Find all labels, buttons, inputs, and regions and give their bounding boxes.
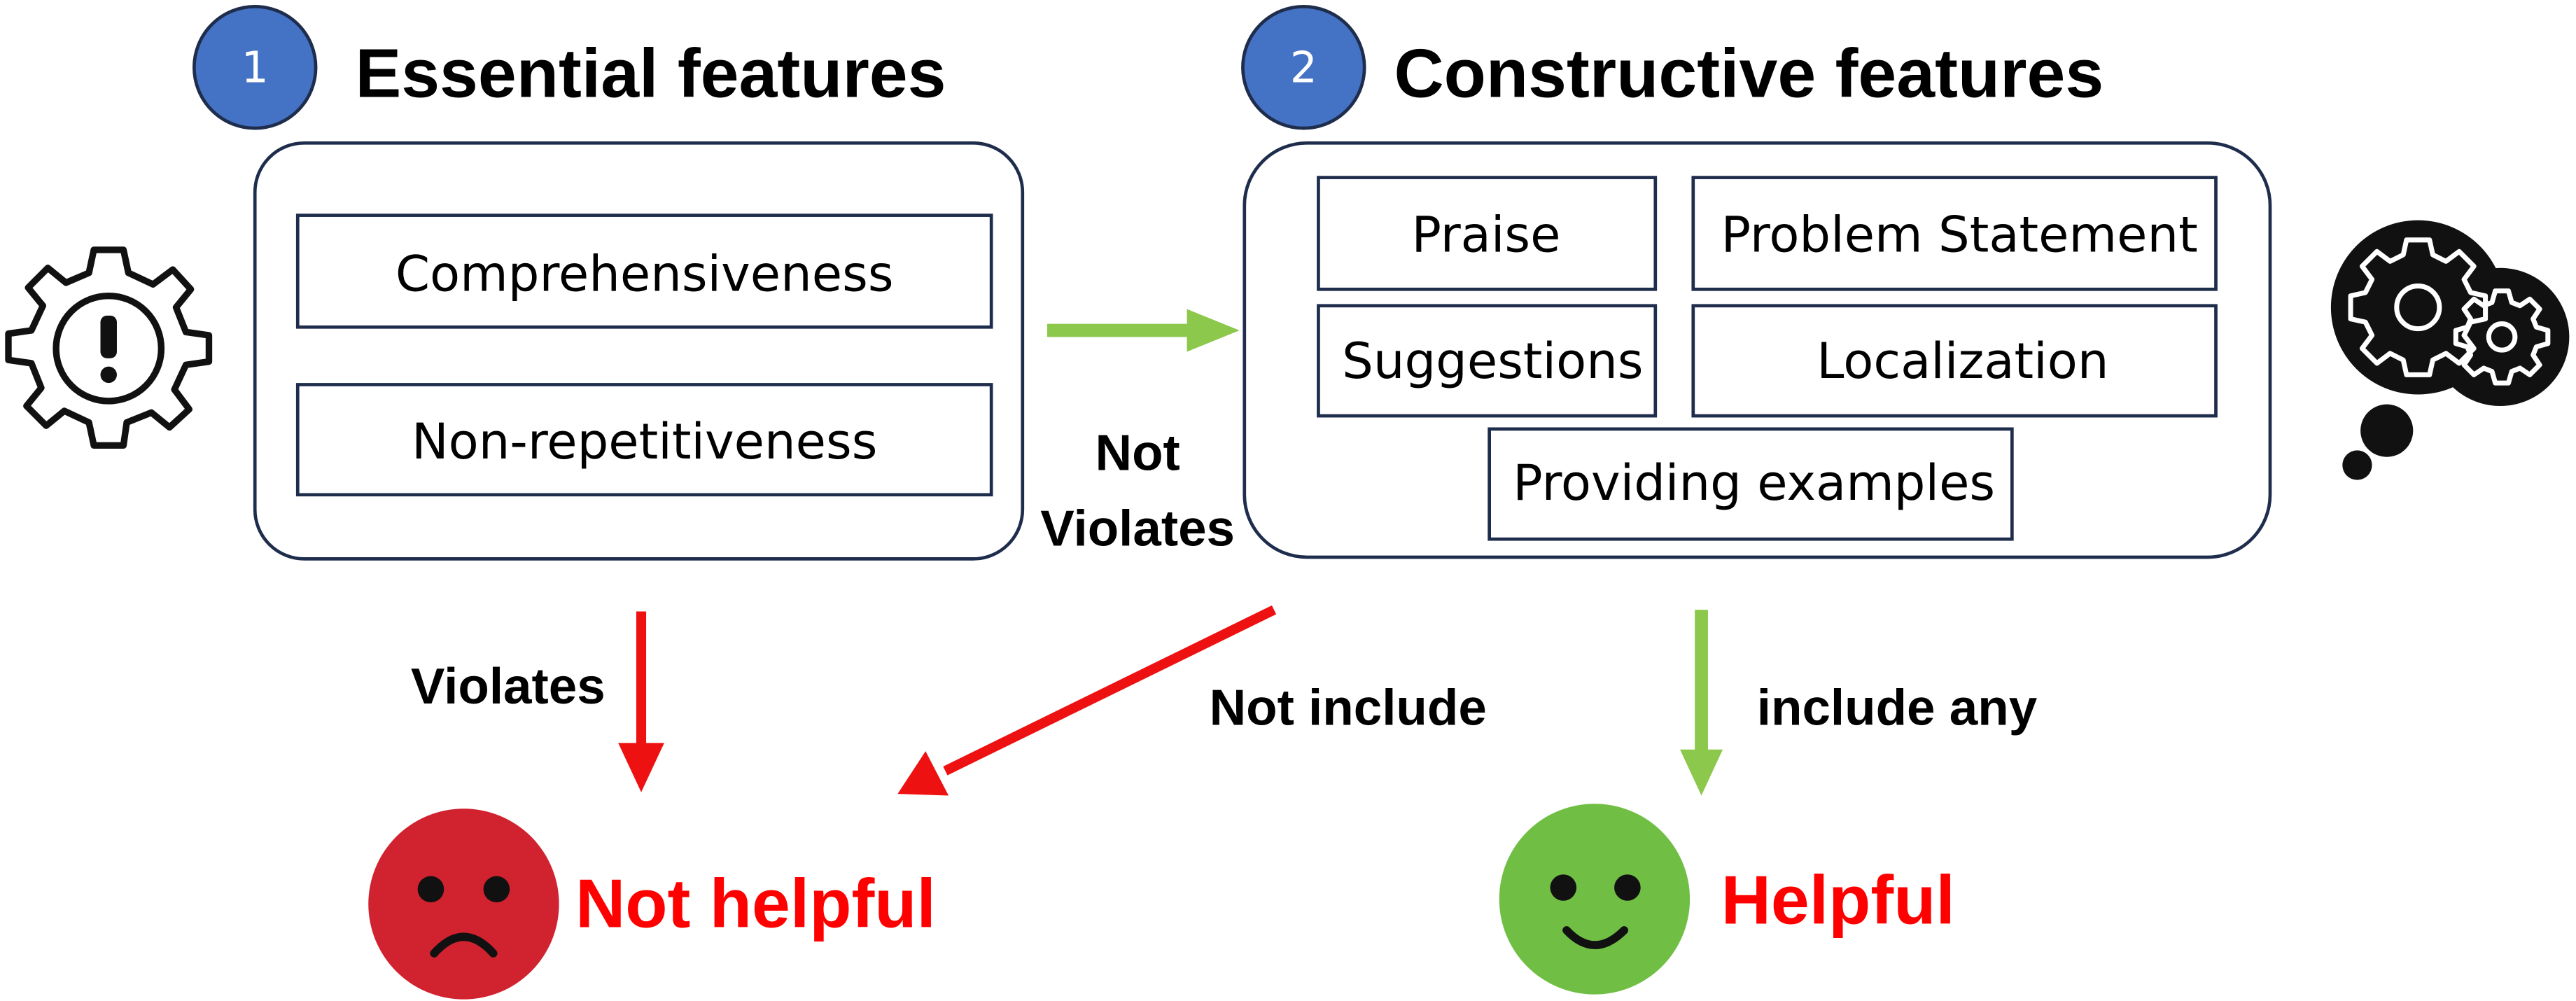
not-include-arrow (897, 605, 1277, 796)
thinking-gears-icon (2330, 220, 2570, 480)
comprehensiveness-box (295, 214, 993, 329)
localization-label: Localization (1816, 332, 2108, 390)
helpful-label: Helpful (1721, 862, 1955, 939)
suggestions-label: Suggestions (1342, 332, 1643, 390)
not-helpful-label: Not helpful (575, 864, 936, 941)
happy-face-icon (1499, 804, 1690, 995)
step2-title: Constructive features (1394, 35, 2104, 112)
step2-badge-number: 2 (1290, 43, 1317, 92)
non-repetitiveness-label: Non-repetitiveness (412, 413, 877, 470)
problem-statement-box (1691, 176, 2218, 291)
sad-face-icon (368, 808, 559, 1000)
providing-examples-box (1488, 427, 2014, 541)
providing-examples-label: Providing examples (1513, 454, 1995, 512)
not-include-label: Not include (1210, 680, 1487, 736)
violates-label: Violates (411, 658, 606, 715)
problem-statement-label: Problem Statement (1721, 206, 2198, 263)
comprehensiveness-label: Comprehensiveness (396, 246, 894, 303)
step1-title: Essential features (355, 35, 946, 112)
gear-warning-icon (5, 246, 213, 449)
step1-badge (192, 5, 318, 130)
not-violates-label-line1: Not (1096, 425, 1180, 482)
not-violates-arrow (1047, 309, 1240, 352)
not-violates-label-line2: Violates (1040, 500, 1235, 557)
include-any-label: include any (1757, 680, 2038, 736)
non-repetitiveness-box (295, 383, 993, 497)
step2-badge (1241, 5, 1366, 130)
praise-box (1317, 176, 1658, 291)
suggestions-box (1317, 304, 1658, 418)
include-any-arrow (1680, 610, 1723, 796)
localization-box (1691, 304, 2218, 418)
violates-arrow (618, 611, 664, 792)
step1-badge-number: 1 (241, 43, 269, 92)
praise-label: Praise (1411, 206, 1560, 263)
essential-features-panel (253, 141, 1025, 561)
